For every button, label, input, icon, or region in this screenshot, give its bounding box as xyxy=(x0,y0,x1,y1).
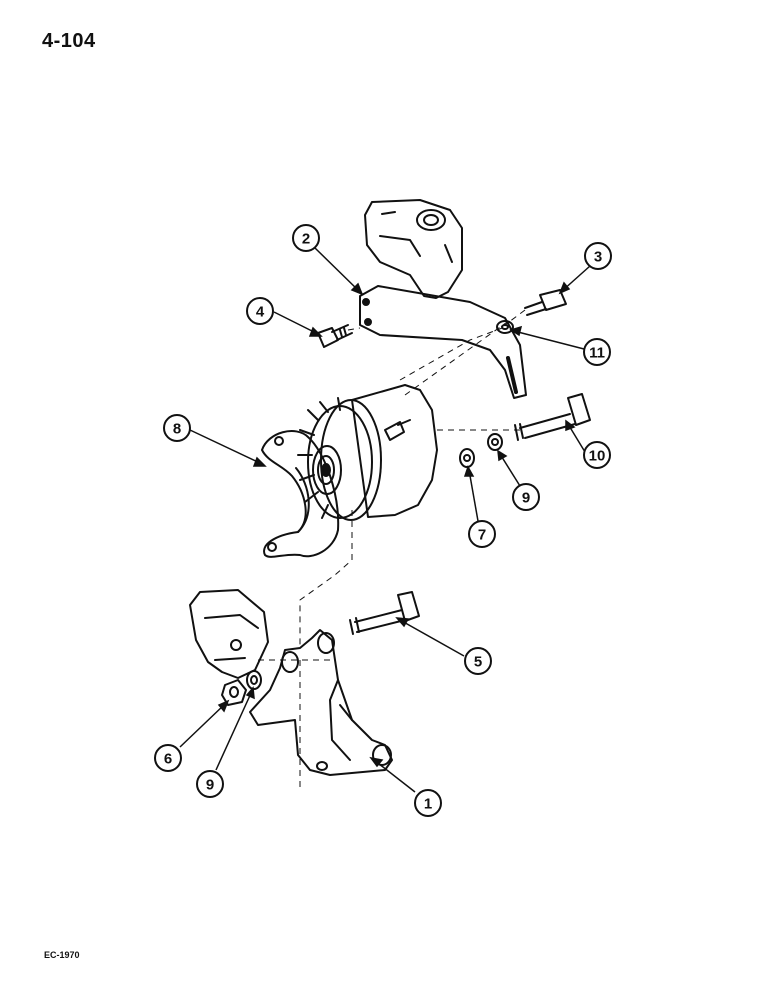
upper-engine-mount xyxy=(364,199,463,299)
figure-code: EC-1970 xyxy=(44,950,80,960)
callout-circle-3 xyxy=(584,242,612,270)
callout-circle-4 xyxy=(246,297,274,325)
callout-9-upper: 9 xyxy=(522,490,530,507)
fan-shield xyxy=(261,430,340,558)
lower-engine-mount xyxy=(189,589,269,679)
bolt-3 xyxy=(524,289,567,316)
callout-11: 11 xyxy=(589,345,605,362)
callout-circle-10 xyxy=(583,441,611,469)
callout-4: 4 xyxy=(256,304,265,321)
callout-circle-5 xyxy=(464,647,492,675)
callout-2: 2 xyxy=(302,231,310,248)
callout-circle-2 xyxy=(292,224,320,252)
assembly-guide-lines xyxy=(258,309,526,790)
adjusting-bracket xyxy=(359,285,527,399)
callout-circle-9-lower xyxy=(196,770,224,798)
callout-circle-9-upper xyxy=(512,483,540,511)
page-number: 4-104 xyxy=(42,30,96,52)
callout-circle-7 xyxy=(468,520,496,548)
callout-5: 5 xyxy=(474,654,482,671)
bolt-10 xyxy=(514,393,591,441)
callout-9-lower: 9 xyxy=(206,777,214,794)
callout-circle-6 xyxy=(154,744,182,772)
callout-7: 7 xyxy=(478,527,486,544)
callout-circle-11 xyxy=(583,338,611,366)
washer-9-upper xyxy=(487,433,503,451)
washer-7 xyxy=(459,448,475,468)
callout-10: 10 xyxy=(589,448,606,465)
callout-6: 6 xyxy=(164,751,172,768)
callout-3: 3 xyxy=(594,249,602,266)
callout-1: 1 xyxy=(424,796,432,813)
callout-circle-1 xyxy=(414,789,442,817)
nut-6 xyxy=(221,679,247,706)
mounting-bracket xyxy=(249,629,393,776)
alternator xyxy=(297,384,438,521)
bolt-5 xyxy=(349,591,420,635)
leader-lines xyxy=(179,247,591,793)
washer-9-lower xyxy=(246,670,262,690)
callout-8: 8 xyxy=(173,421,181,438)
bolt-4 xyxy=(317,324,353,348)
callout-circle-8 xyxy=(163,414,191,442)
